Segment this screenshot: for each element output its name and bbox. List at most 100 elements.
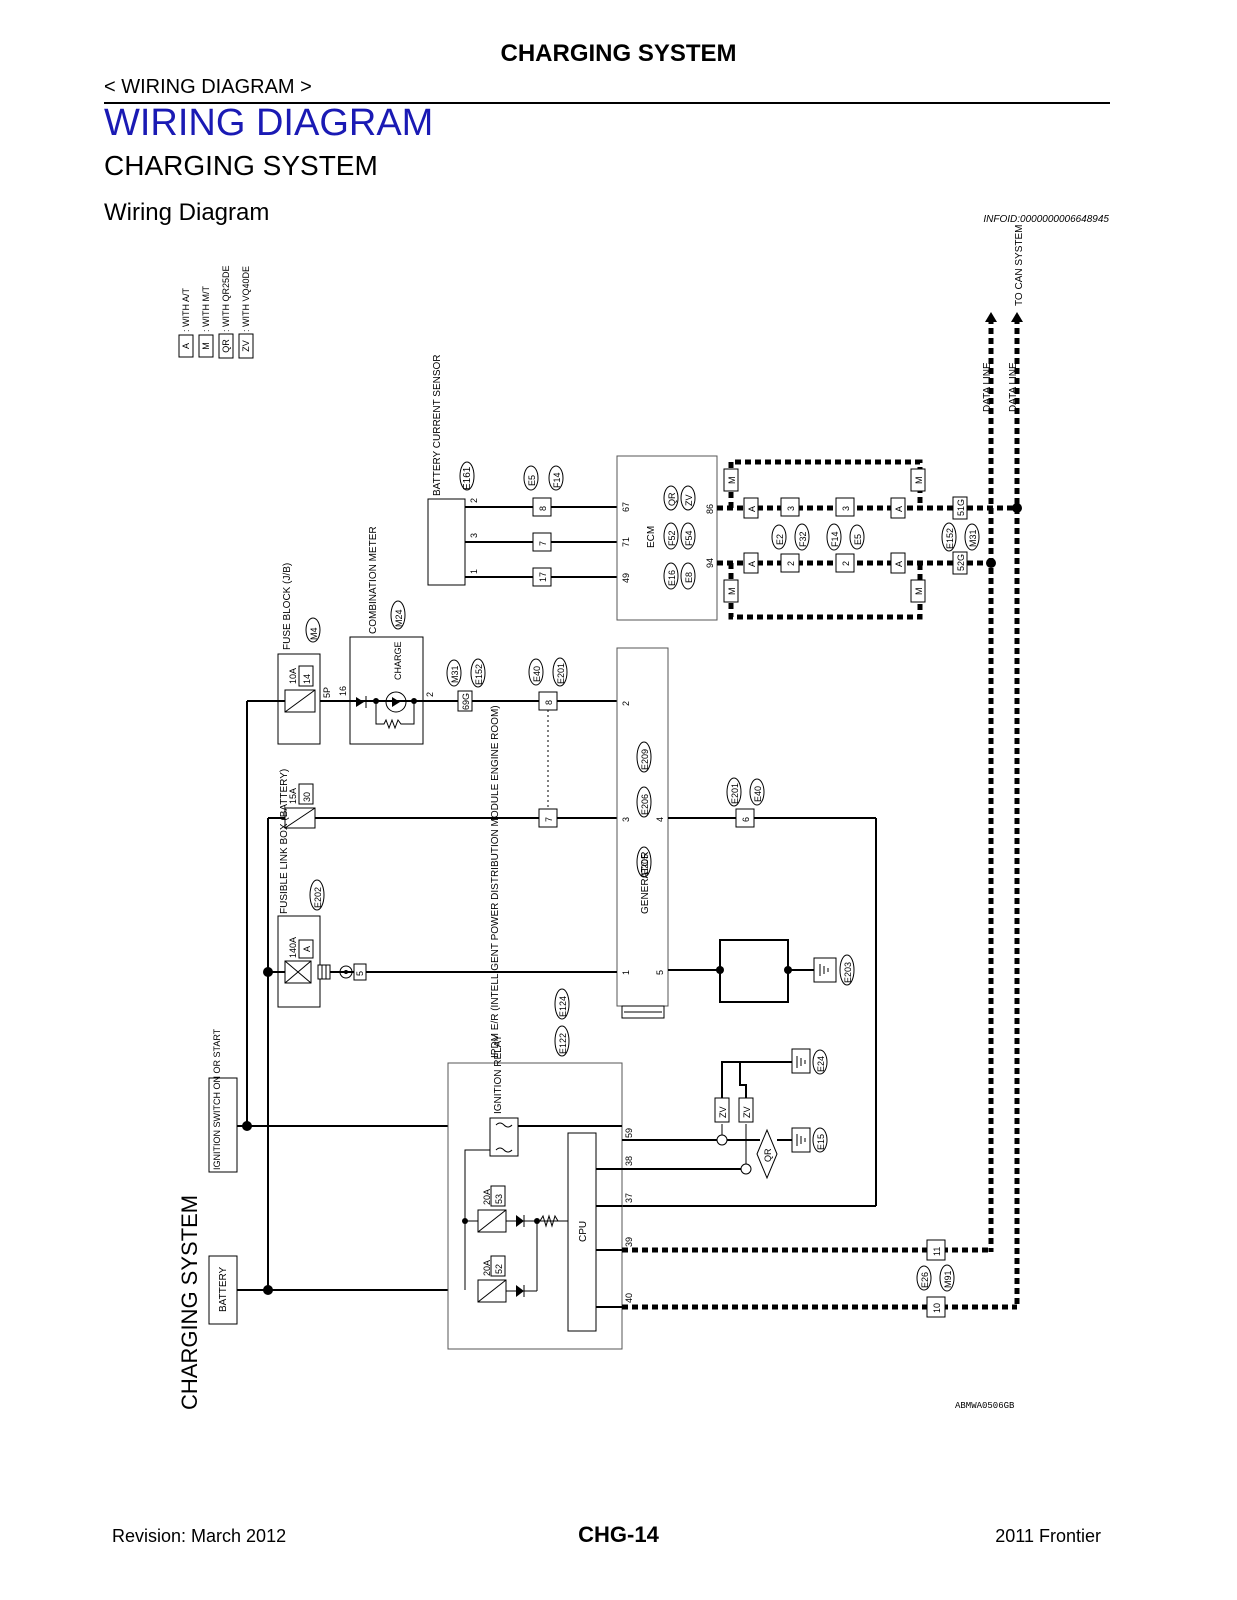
svg-text:BATTERY: BATTERY (218, 1266, 229, 1312)
svg-text:E40: E40 (532, 666, 542, 682)
connector-e201-e40: E201 E40 6 (726, 777, 765, 828)
svg-text:M31: M31 (450, 665, 460, 683)
svg-text:38: 38 (624, 1156, 634, 1166)
svg-text:14: 14 (302, 674, 312, 684)
svg-text:E122: E122 (558, 1033, 568, 1054)
svg-text:BATTERY CURRENT SENSOR: BATTERY CURRENT SENSOR (432, 354, 443, 496)
header-divider (104, 102, 1110, 104)
svg-text:7: 7 (544, 817, 554, 822)
svg-text:11: 11 (932, 1247, 942, 1256)
svg-text:52G: 52G (956, 554, 966, 571)
generator: 2 3 4 1 5 GENERATOR E205 E206 E209 (616, 647, 669, 1019)
svg-text:GENERATOR: GENERATOR (640, 852, 651, 914)
svg-text:94: 94 (705, 558, 715, 568)
svg-text:E161: E161 (462, 466, 473, 490)
svg-text:86: 86 (705, 504, 715, 514)
connector-m31-e152: M31 E152 69G (446, 658, 486, 712)
svg-text:3: 3 (786, 506, 796, 511)
svg-text:CHARGE: CHARGE (393, 641, 403, 680)
svg-text:IGNITION SWITCH ON OR START: IGNITION SWITCH ON OR START (212, 1028, 222, 1170)
svg-text:E206: E206 (640, 794, 650, 815)
svg-text:10: 10 (932, 1303, 942, 1313)
legend-text: : WITH A/T (181, 287, 191, 332)
svg-text:E124: E124 (558, 996, 568, 1017)
svg-text:E5: E5 (853, 534, 863, 545)
side-label: CHARGING SYSTEM (177, 1195, 202, 1410)
connector-e40-e201: E40 E201 8 (528, 657, 568, 711)
fuse-15a: 15A 30 (284, 783, 316, 829)
legend-text: : WITH QR25DE (221, 265, 231, 332)
svg-text:A: A (747, 506, 757, 512)
svg-text:53: 53 (494, 1194, 504, 1204)
legend-code: ZV (241, 340, 251, 352)
svg-text:M31: M31 (968, 529, 978, 547)
battery-current-sensor: BATTERY CURRENT SENSOR E161 2 3 1 (427, 354, 479, 586)
svg-text:ZV: ZV (718, 1106, 728, 1118)
svg-text:8: 8 (538, 506, 548, 511)
svg-text:A: A (894, 506, 904, 512)
subheading: Wiring Diagram (104, 199, 270, 226)
can-data-lines: DATA LINE DATA LINE TO CAN SYSTEM (982, 225, 1025, 1308)
svg-text:2: 2 (786, 561, 796, 566)
ignition-switch: IGNITION SWITCH ON OR START (208, 1028, 238, 1173)
ipdm-er: IPDM E/R (INTELLIGENT POWER DISTRIBUTION… (447, 705, 634, 1350)
svg-text:M: M (727, 477, 737, 485)
svg-text:49: 49 (621, 573, 631, 583)
svg-text:M91: M91 (943, 1270, 953, 1288)
svg-text:E203: E203 (843, 962, 853, 983)
svg-text:M: M (727, 588, 737, 596)
combination-meter: COMBINATION METER M24 16 2 CHARGE (338, 526, 435, 745)
svg-text:E15: E15 (816, 1134, 826, 1150)
svg-text:40: 40 (624, 1293, 634, 1303)
svg-text:3: 3 (621, 817, 631, 822)
svg-text:E201: E201 (556, 663, 566, 684)
svg-text:39: 39 (624, 1237, 634, 1247)
svg-text:M: M (914, 588, 924, 596)
legend: A : WITH A/T M : WITH M/T QR : WITH QR25… (178, 265, 254, 359)
battery: BATTERY (208, 1255, 238, 1325)
svg-text:16: 16 (338, 686, 348, 696)
svg-text:5: 5 (655, 970, 665, 975)
svg-text:ECM: ECM (646, 526, 657, 548)
svg-text:2: 2 (621, 701, 631, 706)
svg-text:A: A (302, 946, 312, 952)
info-id: INFOID:0000000006648945 (983, 214, 1109, 225)
svg-text:F14: F14 (830, 531, 840, 547)
svg-text:E152: E152 (474, 664, 484, 685)
svg-text:E205: E205 (640, 854, 650, 875)
svg-text:52: 52 (494, 1264, 504, 1274)
svg-text:30: 30 (302, 792, 312, 802)
legend-text: : WITH VQ40DE (241, 266, 251, 332)
svg-text:FUSE BLOCK (J/B): FUSE BLOCK (J/B) (282, 563, 293, 650)
footer-revision: Revision: March 2012 (112, 1526, 287, 1546)
svg-text:IGNITION RELAY: IGNITION RELAY (493, 1034, 504, 1114)
connector-e5-f14: E5 F14 8 7 17 (523, 465, 564, 587)
data-line-label: DATA LINE (982, 362, 993, 412)
svg-text:QR: QR (763, 1148, 773, 1162)
svg-text:M24: M24 (394, 609, 404, 627)
ipdm-ground-lines: ZV ZV E24 QR E15 (622, 1048, 828, 1180)
svg-text:1: 1 (469, 569, 479, 574)
figure-id: ABMWA0506GB (955, 1401, 1015, 1411)
svg-text:2: 2 (469, 498, 479, 503)
svg-text:5: 5 (355, 971, 365, 976)
svg-text:59: 59 (624, 1128, 634, 1138)
svg-text:E202: E202 (313, 887, 323, 908)
ecm-can-harness: M M M M A A A A 3 3 2 2 E2 F32 F14 E5 E1… (717, 459, 1017, 620)
svg-text:71: 71 (621, 537, 631, 547)
svg-text:1: 1 (621, 970, 631, 975)
svg-text:E5: E5 (527, 475, 537, 486)
svg-text:69G: 69G (461, 693, 471, 710)
svg-text:2: 2 (841, 561, 851, 566)
footer-model: 2011 Frontier (995, 1526, 1101, 1546)
svg-text:7: 7 (538, 541, 548, 546)
fusible-link-box: FUSIBLE LINK BOX (BATTERY) E202 140A A (277, 769, 331, 1008)
svg-text:E16: E16 (667, 570, 677, 586)
fuse-block: FUSE BLOCK (J/B) M4 10A 14 5P (277, 563, 332, 745)
svg-text:E2: E2 (775, 534, 785, 545)
section-title: WIRING DIAGRAM (104, 102, 434, 144)
svg-text:15A: 15A (288, 788, 298, 804)
svg-text:COMBINATION METER: COMBINATION METER (368, 526, 379, 634)
data-line-label: DATA LINE (1008, 362, 1019, 412)
svg-text:F52: F52 (667, 530, 677, 546)
